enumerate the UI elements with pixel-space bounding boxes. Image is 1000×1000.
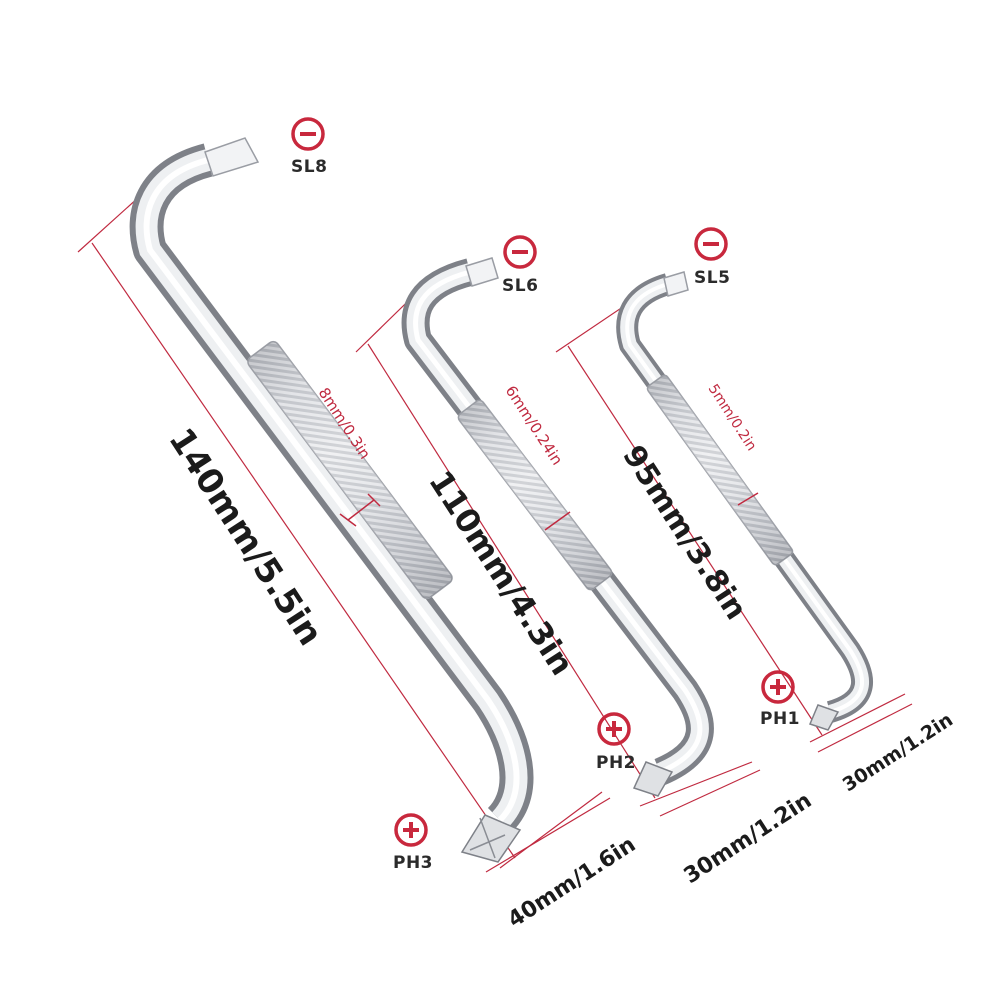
- dimension-line-tip: [485, 797, 611, 873]
- tool-small: [555, 271, 913, 753]
- slotted-tip: [663, 271, 689, 297]
- tool-medium: [355, 257, 761, 817]
- plus-circle-icon: [394, 813, 428, 847]
- dimension-tick: [809, 693, 906, 743]
- minus-circle-icon: [291, 117, 325, 151]
- dimension-line-diameter: [737, 492, 759, 506]
- plus-circle-icon: [597, 712, 631, 746]
- phillips-tip: [808, 704, 840, 731]
- dimension-line-diameter: [347, 499, 375, 521]
- dimension-line-total: [367, 343, 656, 799]
- tool-large: [77, 137, 611, 873]
- minus-circle-icon: [694, 227, 728, 261]
- minus-circle-icon: [503, 235, 537, 269]
- dimension-line-total: [567, 345, 823, 736]
- screwdriver-shaft-shine: [143, 157, 520, 823]
- phillips-tip: [460, 814, 522, 863]
- slotted-tip: [465, 257, 499, 287]
- phillips-tip: [632, 761, 674, 797]
- slotted-tip-label: SL8: [291, 157, 327, 177]
- plus-circle-icon: [761, 670, 795, 704]
- dimension-line-total: [91, 242, 516, 859]
- phillips-tip-label: PH1: [760, 709, 800, 729]
- phillips-tip-label: PH3: [393, 853, 433, 873]
- dimension-tick: [639, 761, 753, 807]
- slotted-tip-label: SL5: [694, 268, 730, 288]
- slotted-tip: [204, 137, 260, 177]
- dimension-line-tip: [817, 703, 913, 753]
- slotted-tip-label: SL6: [502, 276, 538, 296]
- tip-length-label: 30mm/1.2in: [680, 788, 817, 889]
- phillips-tip-label: PH2: [596, 753, 636, 773]
- dimension-line-diameter: [544, 511, 571, 531]
- dimension-line-tip: [659, 769, 761, 817]
- tip-length-label: 40mm/1.6in: [504, 832, 641, 933]
- dimension-tick: [499, 791, 603, 869]
- tip-length-label: 30mm/1.2in: [839, 709, 957, 796]
